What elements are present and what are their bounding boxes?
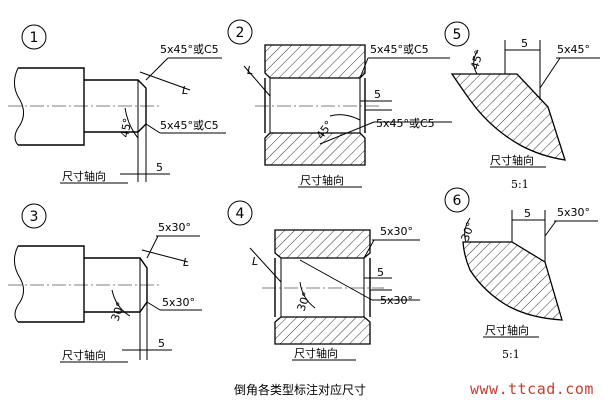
- view-number-1: 1: [30, 30, 39, 46]
- break-line-1: [14, 67, 24, 146]
- leader-5: [539, 57, 561, 89]
- angle-arc-4: [299, 281, 316, 309]
- chamfer-label-mid-2: 5x45°或C5: [376, 117, 435, 130]
- axis-label-5: 尺寸轴向: [490, 153, 534, 167]
- hatched-top-2: [264, 44, 366, 79]
- watermark: www.ttcad.com: [470, 380, 594, 398]
- angle-label-1: 45°: [118, 117, 134, 138]
- hatched-part-6: [462, 241, 563, 321]
- break-line-3: [14, 245, 24, 323]
- drawing-title: 倒角各类型标注对应尺寸: [234, 382, 366, 397]
- view-3: 3 5x30° L 5x30° 30° 5 尺寸轴向: [8, 203, 202, 363]
- l-label-3: L: [183, 256, 189, 269]
- dim-line-top-3: [141, 249, 189, 263]
- axis-label-1: 尺寸轴向: [62, 169, 106, 183]
- leader-mid-4: [299, 259, 373, 301]
- l-label-1: L: [182, 84, 188, 97]
- view-number-6: 6: [453, 193, 462, 209]
- angle-label-6: 30°: [459, 220, 478, 243]
- view-number-3: 3: [30, 209, 39, 225]
- shaft-body-1: [18, 67, 85, 146]
- chamfer-label-top-2: 5x45°或C5: [370, 43, 429, 56]
- dim-5-label-1: 5: [156, 161, 163, 174]
- angle-arc-6: [464, 217, 471, 243]
- chamfer-label-mid-4: 5x30°: [380, 294, 413, 307]
- chamfer-label-6: 5x30°: [557, 206, 590, 219]
- l-label-4: L: [252, 255, 258, 268]
- view-number-circle-6: [444, 187, 470, 213]
- dim-5-label-3: 5: [158, 337, 165, 350]
- leader-top-2: [359, 57, 369, 79]
- angle-arc-1: [124, 107, 139, 139]
- shaft-body-3: [18, 245, 85, 323]
- scale-label-6: 5:1: [502, 348, 520, 361]
- view-6: 6 5 5x30° 30° 尺寸轴向 5:1: [444, 187, 598, 361]
- dim-5-label-2: 5: [374, 88, 381, 101]
- view-number-5: 5: [453, 27, 462, 43]
- scale-label-5: 5:1: [511, 178, 529, 191]
- angle-arc-2: [329, 114, 361, 121]
- dim-line-l-2: [243, 65, 271, 97]
- view-5: 5 5 5x45° 45° 尺寸轴向 5:1: [444, 21, 600, 191]
- chamfer-label-top-1: 5x45°或C5: [160, 43, 219, 56]
- leader-top-3: [146, 235, 159, 259]
- angle-label-4: 30°: [295, 290, 314, 313]
- leader-mid-1: [145, 123, 161, 134]
- angle-arc-5: [473, 49, 479, 75]
- leader-top-1: [145, 57, 169, 81]
- angle-label-5: 45°: [468, 49, 486, 71]
- view-2: 2 L 5x45°或C5 5 5x45°或C5 45° 尺寸轴向: [227, 19, 452, 188]
- dim-5-label-5: 5: [521, 37, 528, 50]
- view-1: 1 5x45°或C5 L 5x45°或C5 45° 5 尺寸轴向: [8, 24, 226, 184]
- dim-5-label-6: 5: [524, 207, 531, 220]
- view-number-4: 4: [236, 206, 245, 222]
- chamfer-label-5: 5x45°: [557, 43, 590, 56]
- view-number-circle-3: [21, 203, 47, 229]
- leader-mid-2: [319, 121, 375, 145]
- dim-5-label-4: 5: [377, 266, 384, 279]
- leader-mid-3: [146, 301, 161, 311]
- view-number-circle-2: [227, 19, 253, 45]
- chamfer-label-mid-3: 5x30°: [162, 296, 195, 309]
- chamfer-label-mid-1: 5x45°或C5: [160, 119, 219, 132]
- angle-label-3: 30°: [109, 300, 128, 323]
- axis-label-3: 尺寸轴向: [62, 348, 106, 362]
- leader-top-4: [363, 239, 375, 259]
- view-number-circle-4: [227, 200, 253, 226]
- chamfer-label-top-4: 5x30°: [380, 225, 413, 238]
- view-number-circle-5: [444, 21, 470, 47]
- view-number-circle-1: [21, 24, 47, 50]
- hatched-top-4: [274, 229, 371, 259]
- hatched-bottom-2: [264, 132, 366, 166]
- axis-label-4: 尺寸轴向: [294, 346, 338, 360]
- dim-line-top-1: [139, 71, 191, 91]
- angle-arc-3: [111, 289, 131, 317]
- chamfer-label-top-3: 5x30°: [158, 221, 191, 234]
- leader-6: [544, 220, 557, 237]
- hatched-part-5: [450, 73, 566, 161]
- dim-line-l-4: [249, 247, 282, 283]
- l-label-2: L: [247, 64, 253, 77]
- view-4: 4 L 5x30° 5 5x30° 30° 尺寸轴向: [227, 200, 420, 361]
- view-number-2: 2: [236, 25, 245, 41]
- hatched-bottom-4: [274, 316, 371, 345]
- axis-label-6: 尺寸轴向: [485, 323, 529, 337]
- axis-label-2: 尺寸轴向: [300, 173, 344, 187]
